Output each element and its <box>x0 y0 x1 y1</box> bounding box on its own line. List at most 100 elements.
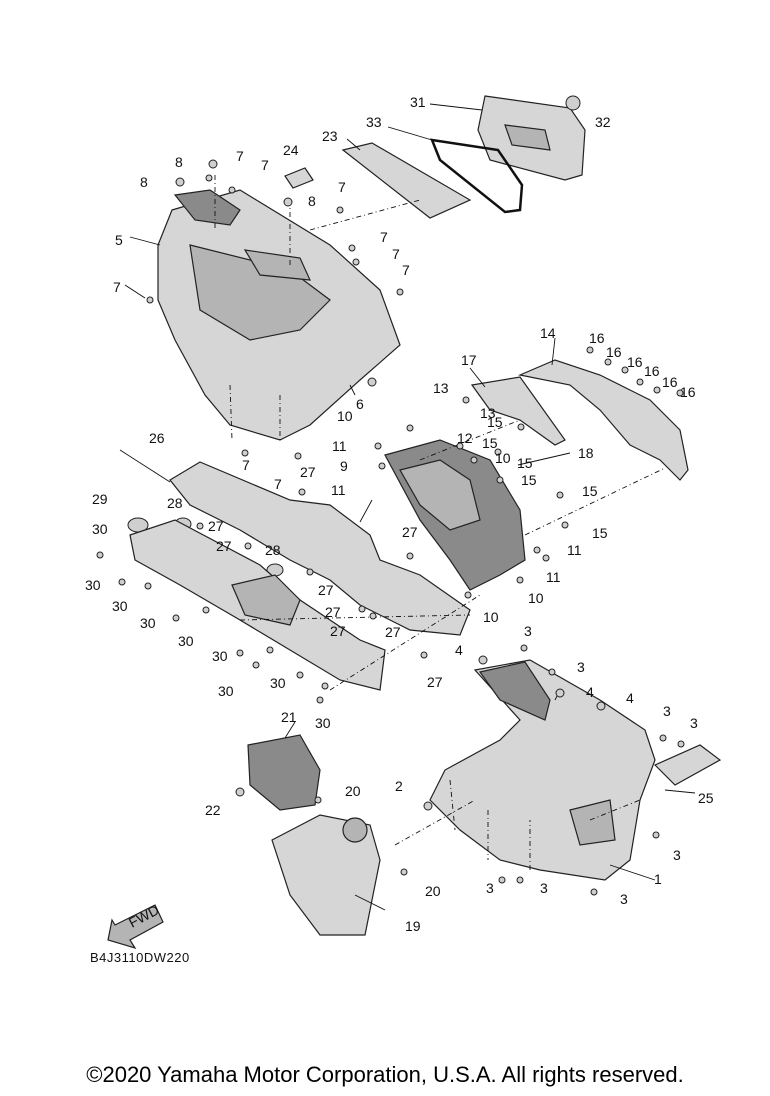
callout-15c: 15 <box>517 455 533 471</box>
callout-8b: 8 <box>140 174 148 190</box>
callout-7e: 7 <box>392 246 400 262</box>
callout-16: 16 <box>589 330 605 346</box>
callout-15: 15 <box>487 414 503 430</box>
callout-27g: 27 <box>330 623 346 639</box>
callout-7d: 7 <box>380 229 388 245</box>
side-trim-pocket <box>231 574 301 626</box>
callout-30i: 30 <box>315 715 331 731</box>
part-19-glovebox <box>271 814 381 936</box>
callout-10: 10 <box>337 408 353 424</box>
callout-30e: 30 <box>178 633 194 649</box>
callout-27c: 27 <box>216 538 232 554</box>
callout-7b: 7 <box>261 157 269 173</box>
callout-27h: 27 <box>385 624 401 640</box>
part-19-cap <box>342 817 368 843</box>
callout-30g: 30 <box>218 683 234 699</box>
parts-diagram: FWD <box>85 94 722 950</box>
callout-13b: 13 <box>480 405 496 421</box>
callout-27f: 27 <box>325 604 341 620</box>
callout-30d: 30 <box>140 615 156 631</box>
part-14-dash-cover <box>517 359 689 481</box>
callout-29: 29 <box>92 491 108 507</box>
callout-4c: 4 <box>626 690 634 706</box>
callout-3e: 3 <box>673 847 681 863</box>
fasteners <box>96 159 685 896</box>
callout-30h: 30 <box>270 675 286 691</box>
part-24-clip <box>284 167 314 189</box>
callout-10d: 10 <box>483 609 499 625</box>
callout-19: 19 <box>405 918 421 934</box>
part-5-upper-housing <box>157 189 401 441</box>
callout-27b: 27 <box>208 518 224 534</box>
callout-11: 11 <box>332 438 347 454</box>
dash-core-assembly <box>384 439 526 591</box>
callout-27i: 27 <box>427 674 443 690</box>
callout-15f: 15 <box>592 525 608 541</box>
callout-9: 9 <box>340 458 348 474</box>
callout-16b: 16 <box>606 344 622 360</box>
callout-24: 24 <box>283 142 299 158</box>
callout-6: 6 <box>356 396 364 412</box>
callout-15e: 15 <box>582 483 598 499</box>
callout-1: 1 <box>654 871 662 887</box>
callout-28: 28 <box>167 495 183 511</box>
callout-4: 4 <box>455 642 463 658</box>
callout-16d: 16 <box>644 363 660 379</box>
callout-7g: 7 <box>113 279 121 295</box>
part-25-cover <box>653 744 722 786</box>
callout-30c: 30 <box>112 598 128 614</box>
callout-14: 14 <box>540 325 556 341</box>
callout-8c: 8 <box>308 193 316 209</box>
callout-15b: 15 <box>482 435 498 451</box>
callout-11d: 11 <box>546 569 561 585</box>
callout-26: 26 <box>149 430 165 446</box>
callout-7f: 7 <box>402 262 410 278</box>
callout-7c: 7 <box>338 179 346 195</box>
callout-20: 20 <box>345 783 361 799</box>
callout-2: 2 <box>395 778 403 794</box>
callout-16c: 16 <box>627 354 643 370</box>
callout-11b: 11 <box>331 482 346 498</box>
callout-30: 30 <box>92 521 108 537</box>
callout-7: 7 <box>236 148 244 164</box>
callout-3: 3 <box>524 623 532 639</box>
part-23-panel <box>341 142 472 219</box>
part-32-grommet <box>565 95 581 111</box>
callout-7h: 7 <box>242 457 250 473</box>
callout-17: 17 <box>461 352 477 368</box>
callout-8: 8 <box>175 154 183 170</box>
part-1-lower-panel <box>429 659 656 881</box>
part-26-tunnel <box>169 461 471 636</box>
callout-5: 5 <box>115 232 123 248</box>
callout-22: 22 <box>205 802 221 818</box>
callout-10b: 10 <box>495 450 511 466</box>
callout-18: 18 <box>578 445 594 461</box>
callout-31: 31 <box>410 94 426 110</box>
callout-25: 25 <box>698 790 714 806</box>
part-33-seal <box>430 138 524 214</box>
callout-23: 23 <box>322 128 338 144</box>
callout-30b: 30 <box>85 577 101 593</box>
callout-16e: 16 <box>662 374 678 390</box>
callout-13: 13 <box>433 380 449 396</box>
callout-3h: 3 <box>620 891 628 907</box>
fwd-arrow: FWD <box>107 902 164 950</box>
callout-10c: 10 <box>528 590 544 606</box>
callout-3f: 3 <box>486 880 494 896</box>
callout-27d: 27 <box>402 524 418 540</box>
callout-20b: 20 <box>425 883 441 899</box>
callout-21: 21 <box>281 709 297 725</box>
callout-27: 27 <box>300 464 316 480</box>
callout-33: 33 <box>366 114 382 130</box>
drawing-code: B4J3110DW220 <box>90 950 190 965</box>
callout-15d: 15 <box>521 472 537 488</box>
callout-3c: 3 <box>663 703 671 719</box>
part-17-visor <box>470 376 566 446</box>
copyright-notice: ©2020 Yamaha Motor Corporation, U.S.A. A… <box>86 1062 684 1087</box>
part-21-lid <box>247 734 321 811</box>
callout-27e: 27 <box>318 582 334 598</box>
callout-labels: 1 2 3 3 3 3 3 3 3 3 4 4 4 5 6 7 7 7 7 7 … <box>85 94 714 934</box>
callout-3d: 3 <box>690 715 698 731</box>
callout-16f: 16 <box>680 384 696 400</box>
callout-12: 12 <box>457 430 473 446</box>
